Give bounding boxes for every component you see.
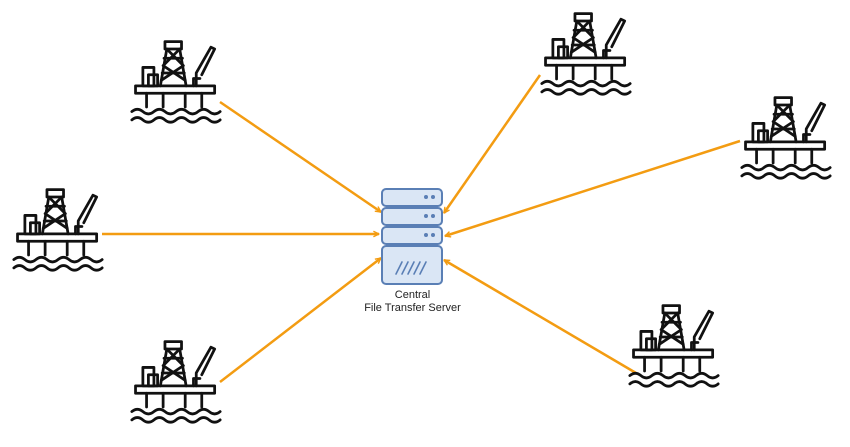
oil-platform-icon-top-left [130,40,222,124]
server-label-line1: Central [394,289,431,301]
oil-platform-icon-middle-right [740,96,832,180]
oil-platform-icon-bottom-right [628,304,720,388]
server-icon [381,188,443,285]
server-label-line2: File Transfer Server [364,302,461,314]
arrow-bottom-right [443,258,637,375]
oil-platform-icon-bottom-left [130,340,222,424]
arrow-top-right [442,74,542,214]
arrow-middle-right [444,139,741,238]
server-label: Central File Transfer Server [330,289,495,315]
arrow-top-left [219,100,382,214]
oil-platform-icon-top-right [540,12,632,96]
arrow-bottom-left [219,257,382,383]
oil-platform-icon-middle-left [12,188,104,272]
